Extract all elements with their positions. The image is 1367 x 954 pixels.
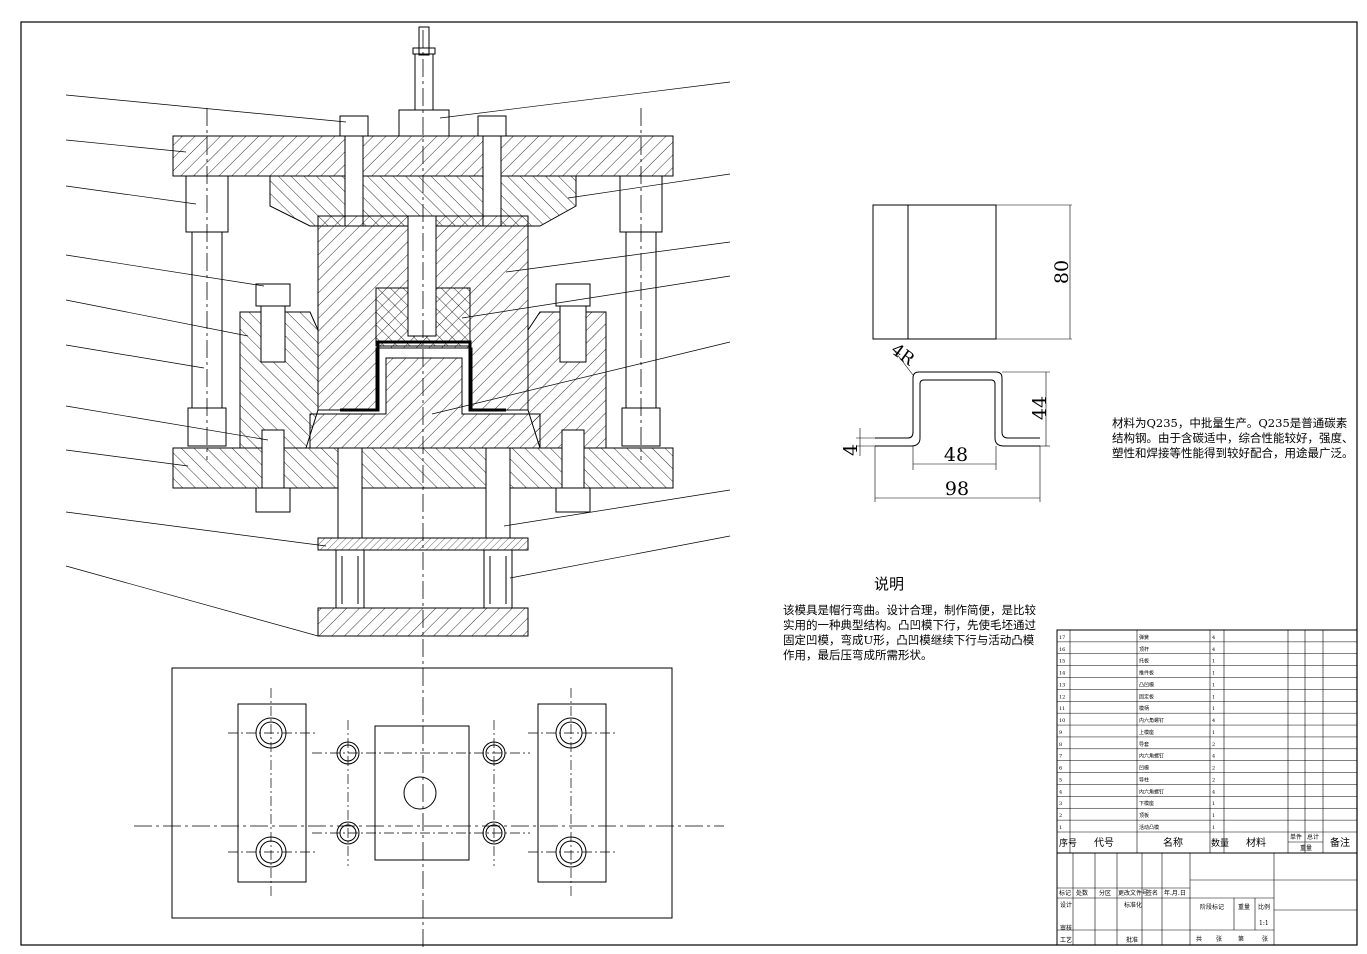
assembly-section-view [65,26,731,948]
bom-cell-qty: 2 [1212,777,1215,783]
bom-cell-no: 14 [1059,671,1065,677]
bom-cell-qty: 1 [1212,825,1215,831]
bom-header-weight: 重量 [1300,844,1312,852]
bom-header-no: 序号 [1059,837,1077,849]
bom-header-name: 名称 [1163,836,1183,849]
dim-radius: 4R [887,340,919,371]
tb-design: 设计 [1060,901,1072,909]
bom-cell-name: 模柄 [1139,705,1149,712]
bom-cell-name: 上模座 [1139,729,1154,736]
bom-cell-no: 3 [1059,801,1062,807]
bom-cell-name: 活动凸模 [1139,824,1159,831]
tb-sheet-unit: 张 [1262,935,1268,943]
bom-cell-qty: 4 [1212,789,1215,795]
bom-header-code: 代号 [1094,837,1114,849]
bom-cell-qty: 4 [1212,718,1215,724]
tb-std: 标准化 [1124,901,1142,909]
sheet-border [20,21,1358,946]
tb-mass: 重量 [1238,903,1250,911]
tb-sign: 签名 [1146,889,1158,897]
bom-cell-no: 12 [1059,694,1065,700]
bom-cell-qty: 1 [1212,706,1215,712]
dim-leg-height: 44 [1029,396,1051,420]
dim-total-width: 98 [945,478,969,500]
bom-cell-no: 7 [1059,754,1062,760]
bom-cell-name: 内六角螺钉 [1139,753,1164,760]
bom-cell-no: 1 [1059,825,1062,831]
bom-cell-no: 13 [1059,682,1065,688]
bom-cell-qty: 1 [1212,813,1215,819]
part-drawing [856,204,1072,502]
bom-cell-no: 4 [1059,789,1062,795]
bom-cell-qty: 1 [1212,730,1215,736]
dim-height: 80 [1051,260,1073,284]
bom-cell-name: 固定板 [1139,693,1154,700]
bom-header-single: 单件 [1290,833,1302,841]
tb-sheet-no: 第 [1238,935,1244,943]
bom-cell-no: 8 [1059,742,1062,748]
bom-header-total: 总计 [1307,833,1319,841]
bom-cell-qty: 1 [1212,694,1215,700]
bom-cell-name: 内六角螺钉 [1139,717,1164,724]
bom-cell-qty: 1 [1212,801,1215,807]
description-body: 该模具是帽行弯曲。设计合理，制作简便，是比较实用的一种典型结构。凸凹模下行，先使… [783,603,1036,662]
bom-cell-qty: 2 [1212,742,1215,748]
bom-cell-name: 推件板 [1139,670,1154,677]
tb-count: 处数 [1076,889,1088,897]
material-note: 材料为Q235，中批量生产。Q235是普通碳素结构钢。由于含碳适中，综合性能较好… [1112,416,1354,460]
tb-marks: 标记 [1059,889,1071,897]
bom-cell-no: 15 [1059,659,1065,665]
bom-cell-qty: 4 [1212,635,1215,641]
plan-view [134,667,724,919]
tb-sheets-total: 共 [1196,935,1202,943]
bom-cell-no: 17 [1059,635,1065,641]
tb-check: 审核 [1060,924,1072,932]
bom-cell-name: 内六角螺钉 [1139,788,1164,795]
bom-cell-no: 2 [1059,813,1062,819]
bom-cell-name: 托板 [1139,658,1149,665]
bom-cell-name: 凹模 [1139,765,1149,772]
bom-cell-qty: 1 [1212,671,1215,677]
bom-cell-name: 顶板 [1139,812,1149,819]
tb-zone: 分区 [1099,889,1111,897]
bom-cell-name: 导套 [1139,741,1149,748]
bom-cell-name: 弹簧 [1139,634,1149,641]
bom-header-material: 材料 [1246,836,1266,849]
bom-cell-no: 10 [1059,718,1065,724]
bom-cell-name: 下模座 [1139,800,1154,807]
dim-thickness: 4 [840,444,862,456]
tb-process: 工艺 [1060,936,1072,944]
tb-date: 年.月.日 [1164,889,1186,897]
bom-cell-qty: 4 [1212,754,1215,760]
tb-scale: 1:1 [1259,920,1269,927]
bom-cell-name: 顶杆 [1139,646,1149,653]
tb-stage-mark: 阶段标记 [1200,903,1224,911]
description-title: 说明 [874,575,905,593]
bom-cell-no: 9 [1059,730,1062,736]
dim-inner-width: 48 [944,444,968,466]
bom-cell-no: 5 [1059,777,1062,783]
bom-cell-no: 11 [1059,706,1065,712]
bom-cell-no: 6 [1059,766,1062,772]
bom-cell-qty: 1 [1212,682,1215,688]
tb-approve: 批准 [1126,936,1138,944]
bom-header-remark: 备注 [1330,836,1350,849]
tb-sheets-unit: 张 [1216,935,1222,943]
bom-cell-qty: 4 [1212,647,1215,653]
tb-doc-no: 更改文件号 [1118,889,1148,897]
tb-scale-label: 比例 [1258,903,1270,911]
bom-cell-name: 导柱 [1139,776,1149,783]
bom-cell-qty: 1 [1212,659,1215,665]
bom-cell-qty: 2 [1212,766,1215,772]
bom-header-qty: 数量 [1211,837,1229,849]
bom-cell-name: 凸凹模 [1139,681,1154,688]
bom-cell-no: 16 [1059,647,1065,653]
bom-table [1056,629,1358,946]
